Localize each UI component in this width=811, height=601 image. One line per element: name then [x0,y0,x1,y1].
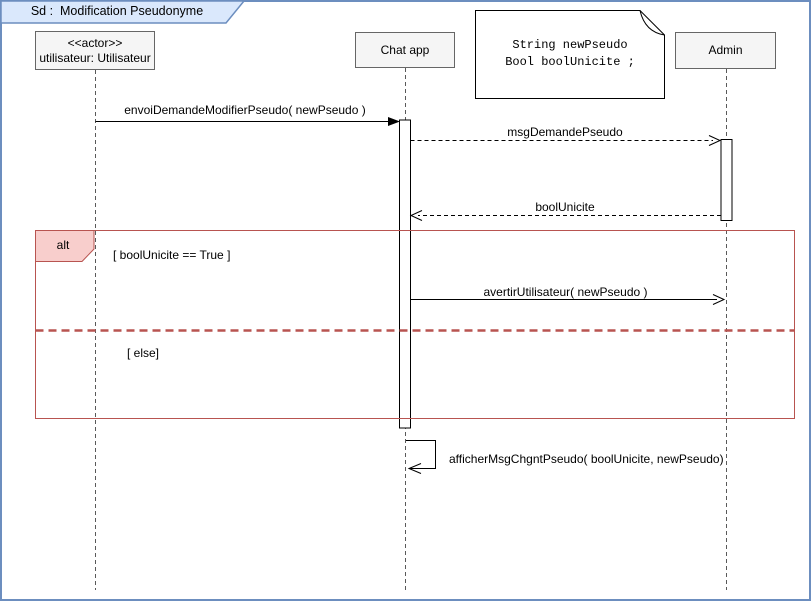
note-line-1: String newPseudo [512,38,628,52]
participant-utilisateur-label: utilisateur: Utilisateur [39,50,151,65]
participant-utilisateur-stereotype: <<actor>> [67,35,123,50]
alt-operator-label: alt [56,238,70,252]
message-bool-label: boolUnicite [535,200,595,214]
frame-title-tab-shape [0,0,246,24]
note-text: String newPseudo Bool boolUnicite ; [476,37,664,71]
activation-admin [720,139,733,221]
note-line-2: Bool boolUnicite ; [505,55,635,69]
alt-operator-pentagon [35,230,95,262]
participant-admin-label: Admin [708,43,743,57]
participant-utilisateur-box: <<actor>> utilisateur: Utilisateur [35,31,155,70]
message-avertir-label: avertirUtilisateur( newPseudo ) [483,285,648,299]
note-fold [639,10,665,36]
frame-title: Sd : Modification Pseudonyme [30,4,204,18]
message-demande-label: msgDemandePseudo [507,125,623,139]
message-afficher-label: afficherMsgChgntPseudo( boolUnicite, new… [449,452,724,466]
arrow-demande-head [708,135,722,146]
note-shape [475,10,665,99]
participant-chatapp-box: Chat app [355,32,455,68]
participant-admin-box: Admin [675,32,776,69]
arrow-bool-head [409,210,423,221]
participant-chatapp-label: Chat app [380,42,430,57]
arrow-afficher-loop [406,440,436,469]
arrow-envoi-head [388,117,400,126]
alt-guard-else-label: [ else] [127,346,160,360]
message-envoi-label: envoiDemandeModifierPseudo( newPseudo ) [124,103,366,117]
activation-chatapp [399,119,411,429]
alt-frame-border [35,230,795,419]
arrow-avertir-head [712,294,726,305]
arrow-afficher-head [407,463,422,474]
alt-guard-true-label: [ boolUnicite == True ] [113,248,231,262]
